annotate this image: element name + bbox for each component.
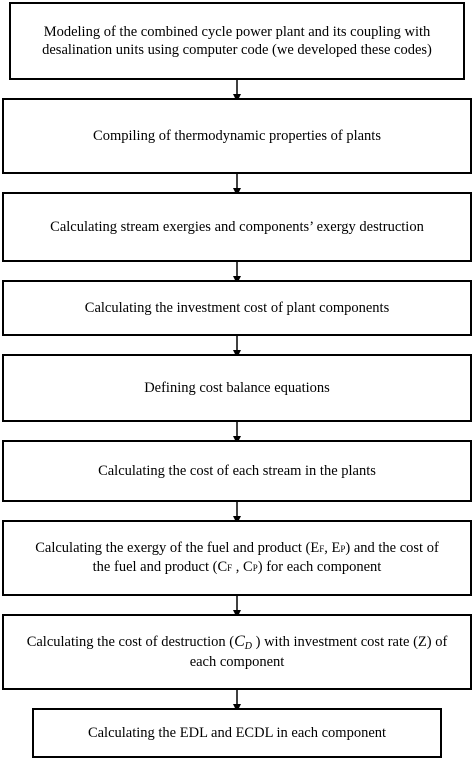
- step-8-text-b: ) with investment cost rate (Z) of each …: [189, 634, 448, 670]
- step-4-text: Calculating the investment cost of plant…: [84, 300, 390, 316]
- step-5-box: Defining cost balance equations: [2, 354, 472, 422]
- step-9-text: Calculating the EDL and ECDL in each com…: [87, 725, 387, 741]
- cp-subscript: P: [252, 563, 258, 573]
- step-7-text-a: Calculating the exergy of the fuel and p…: [35, 540, 320, 556]
- step-4-box: Calculating the investment cost of plant…: [2, 280, 472, 336]
- cd-symbol: C: [234, 633, 245, 650]
- step-1-box: Modeling of the combined cycle power pla…: [9, 2, 465, 80]
- ef-subscript: F: [319, 544, 325, 554]
- step-8-text: Calculating the cost of destruction (CD …: [26, 633, 448, 671]
- step-1-text: Modeling of the combined cycle power pla…: [42, 24, 432, 58]
- cf-subscript: F: [227, 563, 233, 573]
- step-7-text: Calculating the exergy of the fuel and p…: [26, 539, 448, 577]
- step-3-text: Calculating stream exergies and componen…: [50, 219, 424, 235]
- step-6-box: Calculating the cost of each stream in t…: [2, 440, 472, 502]
- step-8-box: Calculating the cost of destruction (CD …: [2, 614, 472, 690]
- step-7-text-c: ) and the cost of the fuel and product (…: [92, 540, 439, 575]
- step-9-box: Calculating the EDL and ECDL in each com…: [32, 708, 442, 758]
- ep-subscript: P: [340, 544, 346, 554]
- cd-subscript: D: [244, 641, 252, 652]
- step-2-box: Compiling of thermodynamic properties of…: [2, 98, 472, 174]
- step-3-box: Calculating stream exergies and componen…: [2, 192, 472, 262]
- step-5-text: Defining cost balance equations: [144, 380, 330, 396]
- step-2-text: Compiling of thermodynamic properties of…: [93, 128, 381, 144]
- step-6-text: Calculating the cost of each stream in t…: [98, 463, 376, 479]
- step-7-text-e: ) for each component: [257, 559, 382, 575]
- step-7-text-d: , C: [232, 559, 253, 575]
- step-7-text-b: , E: [324, 540, 341, 556]
- step-8-text-a: Calculating the cost of destruction (: [26, 634, 235, 650]
- step-7-box: Calculating the exergy of the fuel and p…: [2, 520, 472, 596]
